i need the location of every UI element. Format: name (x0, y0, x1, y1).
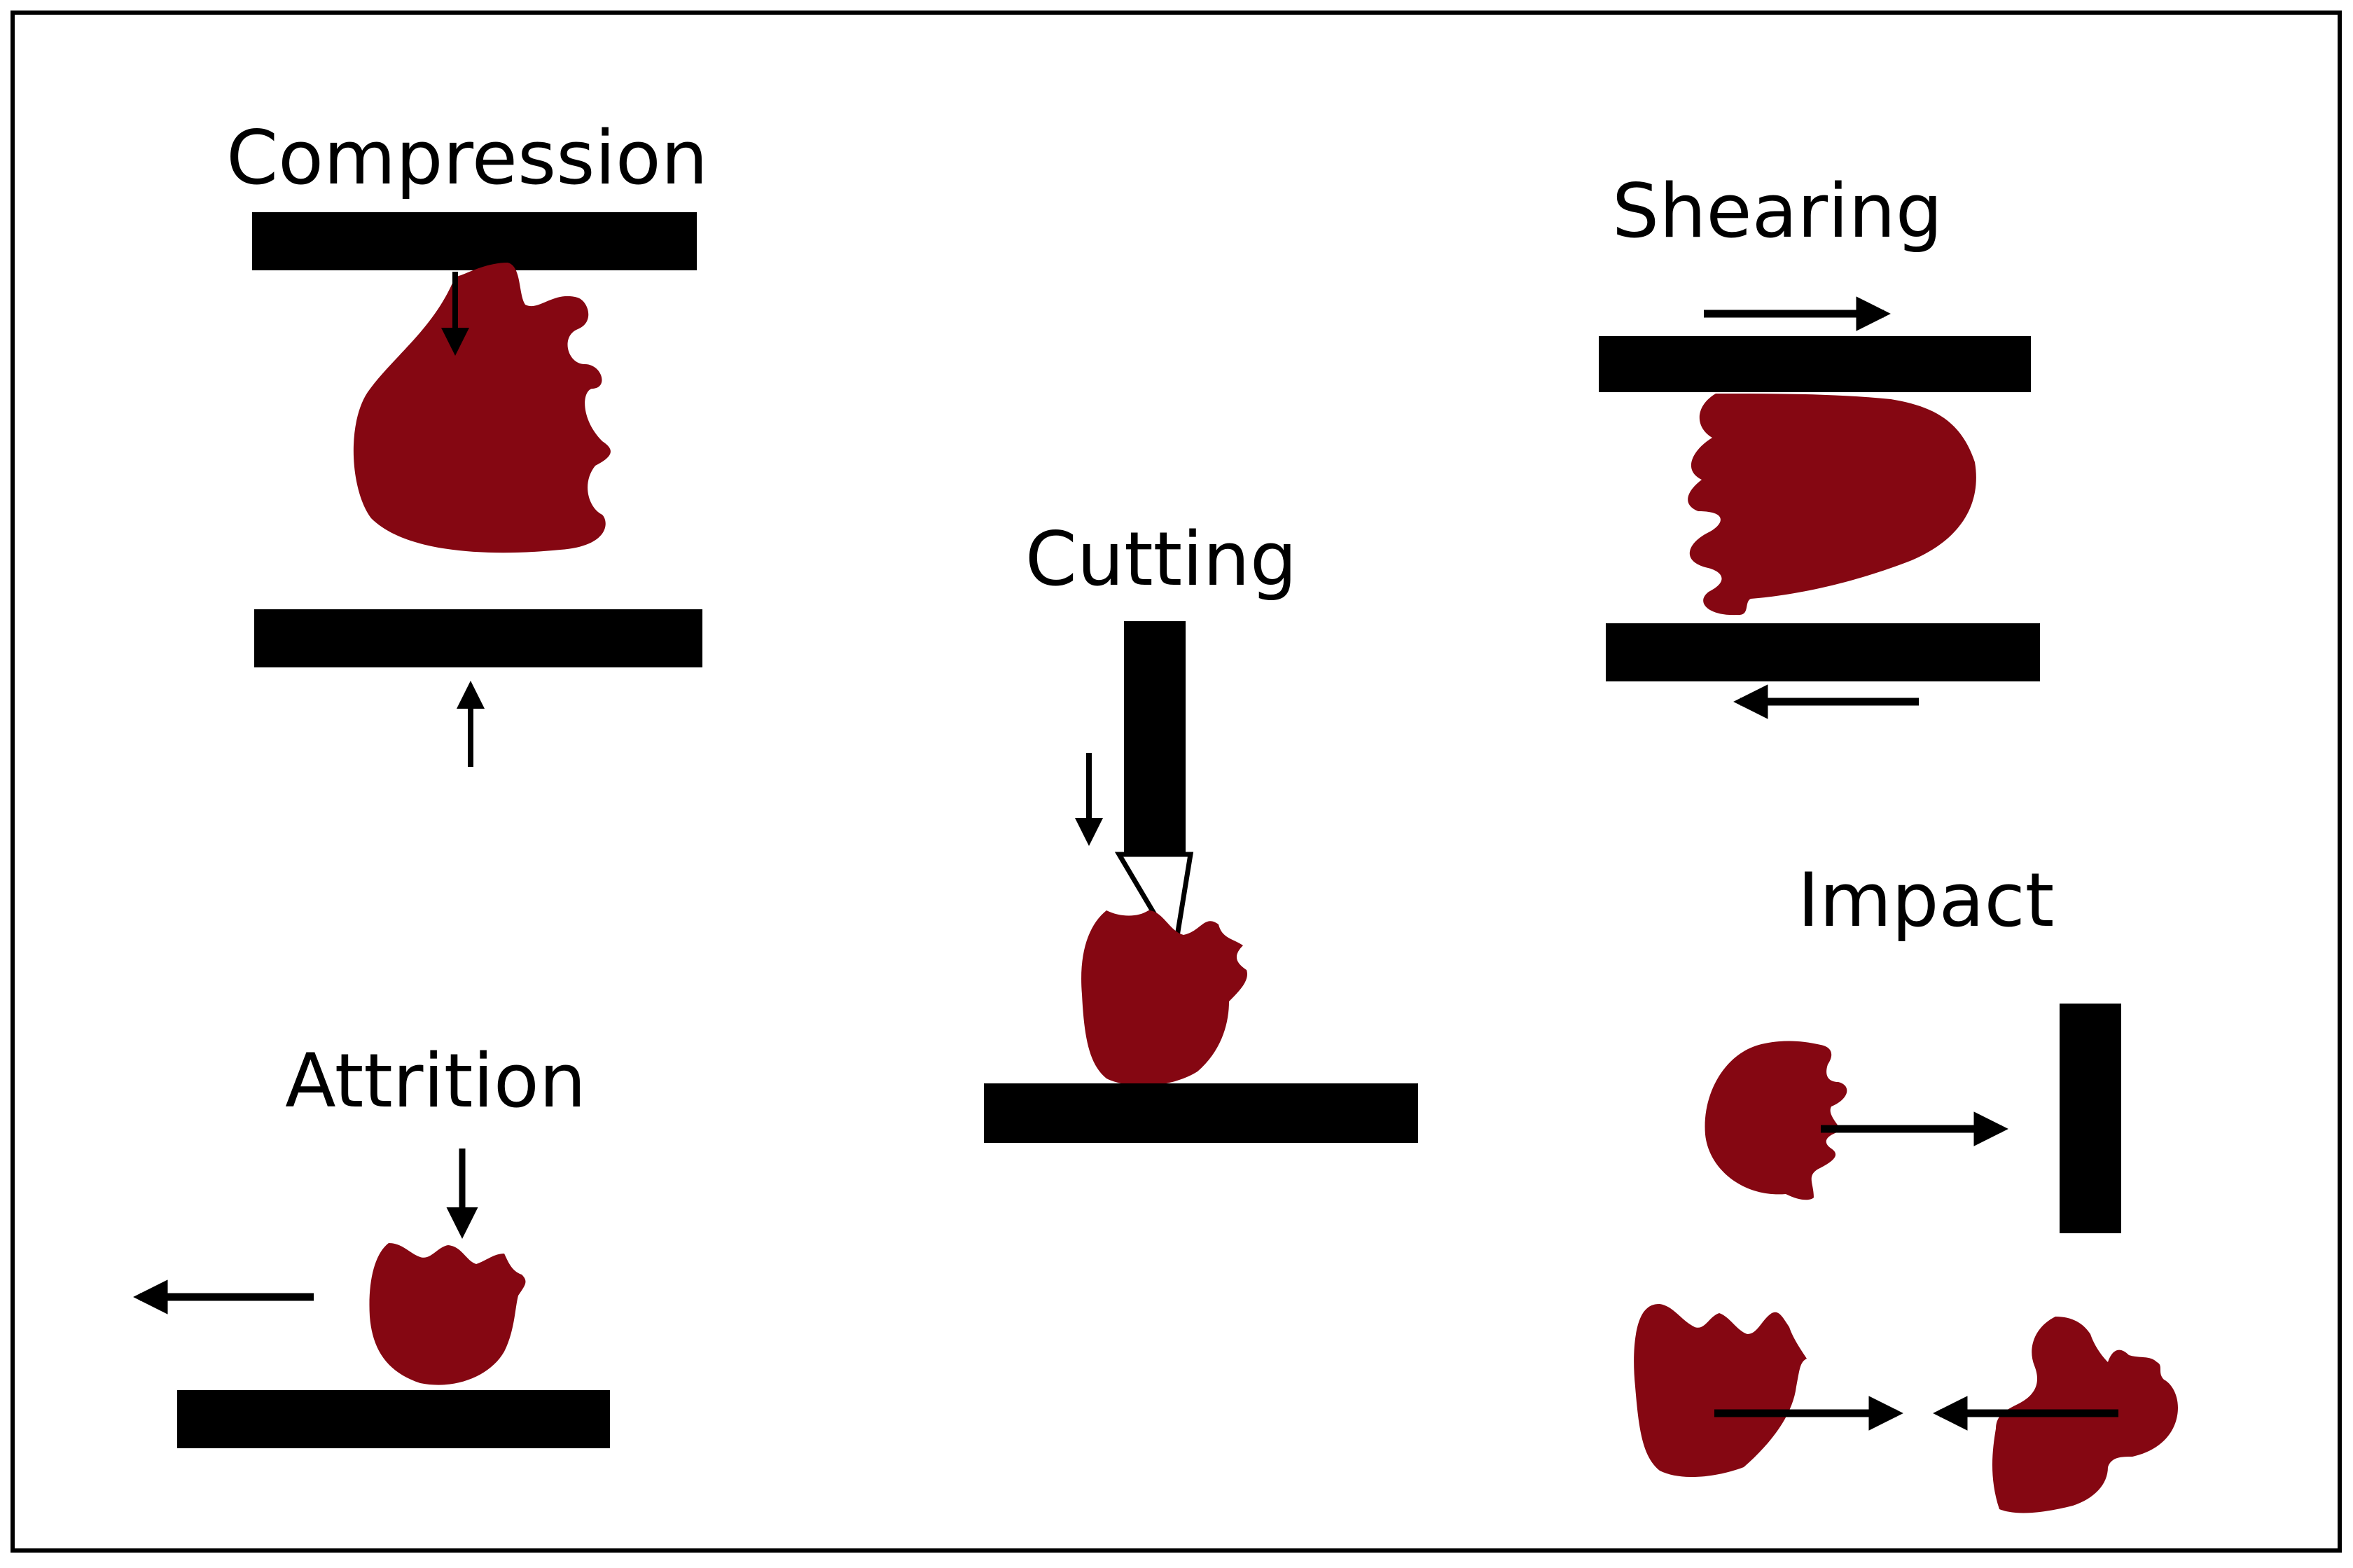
impact-particle-single (1705, 1041, 1847, 1200)
impact-panel: Impact (1634, 857, 2178, 1513)
compression-bottom-plate (254, 609, 702, 667)
compression-particle (353, 263, 611, 553)
shearing-label: Shearing (1612, 168, 1943, 254)
impact-particle-left (1634, 1304, 1807, 1478)
shearing-bottom-plate (1606, 623, 2040, 681)
shearing-particle (1688, 394, 1976, 616)
cutting-label: Cutting (1025, 516, 1297, 602)
attrition-particle (369, 1243, 526, 1385)
attrition-base-plate (177, 1390, 610, 1448)
attrition-panel: Attrition (133, 1038, 610, 1448)
cutting-panel: Cutting (984, 516, 1418, 1143)
cutting-base-plate (984, 1083, 1418, 1143)
attrition-label: Attrition (285, 1038, 586, 1124)
cutting-blade-tip (1114, 852, 1194, 957)
compression-label: Compression (226, 115, 708, 201)
compression-panel: Compression (226, 115, 708, 767)
compression-top-plate (252, 212, 697, 270)
shearing-top-plate (1599, 336, 2031, 392)
impact-label: Impact (1798, 857, 2055, 943)
shearing-panel: Shearing (1599, 168, 2040, 719)
cutting-blade-shaft (1124, 621, 1186, 854)
impact-wall (2060, 1004, 2121, 1233)
cutting-particle (1081, 910, 1247, 1086)
